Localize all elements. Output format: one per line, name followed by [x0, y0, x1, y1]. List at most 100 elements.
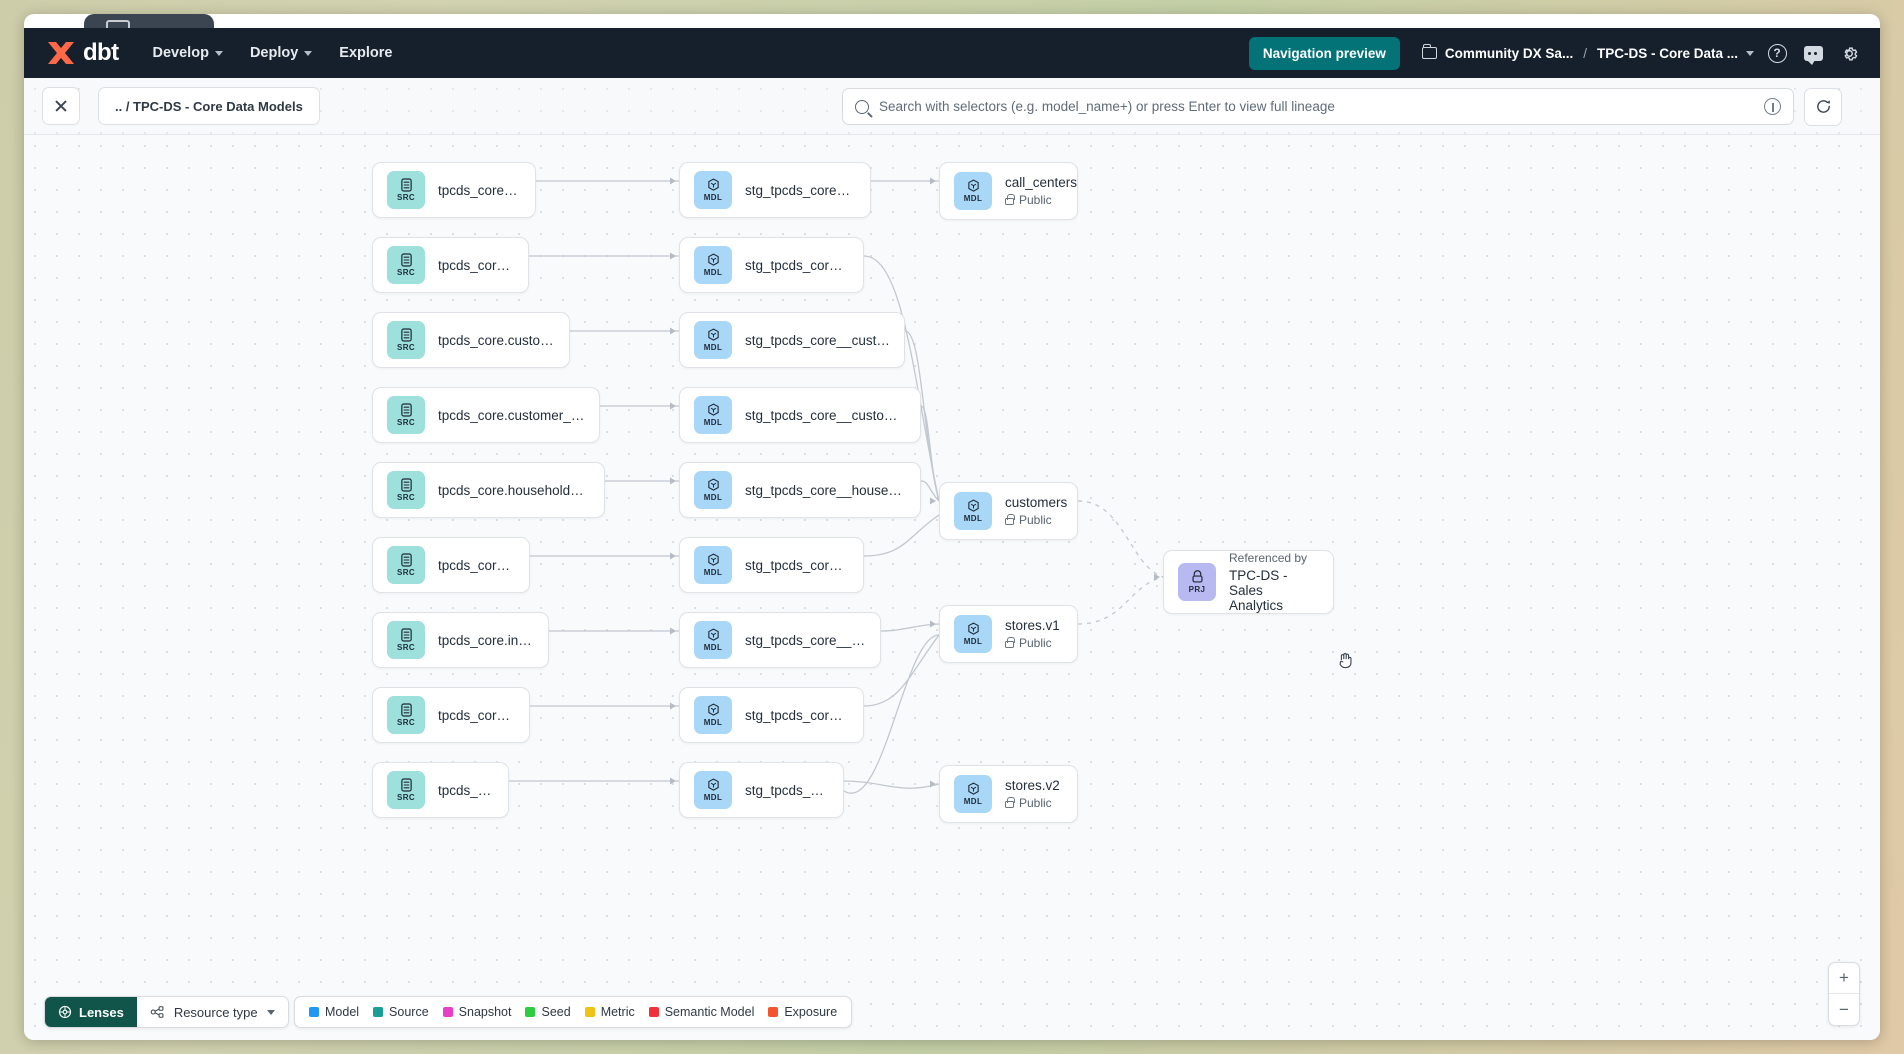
model-badge: MDL	[954, 492, 992, 530]
lineage-canvas[interactable]: SRC tpcds_core.call_center SRC tpcds_cor…	[24, 135, 1880, 1040]
source-badge-text: SRC	[396, 267, 416, 277]
legend-label: Semantic Model	[664, 1005, 755, 1019]
cube-icon	[707, 478, 720, 493]
resource-type-dropdown[interactable]: Resource type	[136, 997, 288, 1027]
node-label: stg_tpcds_core__customer_demogra…	[745, 407, 906, 423]
zoom-controls: + −	[1828, 962, 1860, 1026]
node-label: stg_tpcds_core__customer_address	[745, 332, 890, 348]
info-icon[interactable]	[1764, 98, 1781, 115]
model-badge-text: MDL	[703, 717, 723, 727]
node-access-label: Public	[1019, 513, 1052, 527]
legend-item-seed[interactable]: Seed	[525, 1005, 571, 1019]
legend-swatch	[525, 1007, 536, 1017]
source-badge-text: SRC	[396, 192, 416, 202]
lineage-node-source[interactable]: SRC tpcds_core.income_band	[372, 612, 549, 668]
lineage-node-source[interactable]: SRC tpcds_core.call_center	[372, 162, 536, 218]
lineage-node-public-model[interactable]: MDL stores.v1 Public	[939, 605, 1078, 663]
feedback-button[interactable]	[1800, 40, 1826, 66]
node-label: stg_tpcds_core__customer	[745, 257, 849, 273]
source-badge: SRC	[387, 396, 425, 434]
lineage-node-source[interactable]: SRC tpcds_core.date_dim	[372, 537, 530, 593]
nav-item-explore[interactable]: Explore	[339, 45, 392, 61]
nav-item-develop[interactable]: Develop	[153, 45, 223, 61]
lineage-toolbar: .. / TPC-DS - Core Data Models Search wi…	[24, 78, 1880, 135]
zoom-in-button[interactable]: +	[1829, 963, 1859, 994]
node-title: customers	[1005, 495, 1068, 510]
legend-swatch	[373, 1007, 384, 1017]
node-access: Public	[1005, 193, 1077, 207]
brand-name: dbt	[83, 39, 119, 66]
legend-item-metric[interactable]: Metric	[584, 1005, 635, 1019]
model-badge-text: MDL	[703, 192, 723, 202]
lineage-node-model[interactable]: MDL stg_tpcds_core__customer	[679, 237, 864, 293]
lenses-button[interactable]: Lenses	[45, 997, 137, 1027]
model-badge: MDL	[694, 696, 732, 734]
lineage-node-model[interactable]: MDL stg_tpcds_core__income_band	[679, 612, 881, 668]
lock-icon	[1005, 193, 1015, 205]
lineage-node-model[interactable]: MDL stg_tpcds_core__call_center	[679, 162, 871, 218]
breadcrumb-account[interactable]: Community DX Sa...	[1444, 45, 1574, 61]
project-badge: PRJ	[1178, 563, 1216, 601]
legend-swatch	[768, 1007, 779, 1017]
legend-item-exposure[interactable]: Exposure	[768, 1005, 837, 1019]
search-input[interactable]: Search with selectors (e.g. model_name+)…	[842, 88, 1794, 125]
lock-icon	[1005, 513, 1015, 525]
help-button[interactable]: ?	[1764, 40, 1790, 66]
source-badge-text: SRC	[396, 492, 416, 502]
lineage-breadcrumb-pill[interactable]: .. / TPC-DS - Core Data Models	[98, 87, 320, 125]
lineage-node-source[interactable]: SRC tpcds_core.inventory	[372, 687, 530, 743]
model-badge: MDL	[694, 471, 732, 509]
lineage-node-source[interactable]: SRC tpcds_core.store	[372, 762, 509, 818]
legend-item-source[interactable]: Source	[373, 1005, 429, 1019]
database-icon	[400, 553, 413, 568]
lineage-node-model[interactable]: MDL stg_tpcds_core__customer_demogra…	[679, 387, 921, 443]
model-badge: MDL	[694, 321, 732, 359]
lineage-node-model[interactable]: MDL stg_tpcds_core__store	[679, 762, 844, 818]
legend-item-semantic-model[interactable]: Semantic Model	[648, 1005, 755, 1019]
close-icon	[54, 99, 68, 113]
model-badge-text: MDL	[703, 567, 723, 577]
lineage-node-source[interactable]: SRC tpcds_core.customer_address	[372, 312, 570, 368]
lineage-node-source[interactable]: SRC tpcds_core.customer	[372, 237, 529, 293]
cube-icon	[707, 703, 720, 718]
node-label: tpcds_core.customer	[438, 257, 514, 273]
node-title: stores.v1	[1005, 618, 1060, 633]
lineage-node-public-model[interactable]: MDL customers Public	[939, 482, 1078, 540]
model-badge: MDL	[954, 615, 992, 653]
model-badge-text: MDL	[963, 193, 983, 203]
source-badge-text: SRC	[396, 792, 416, 802]
lineage-node-source[interactable]: SRC tpcds_core.household_demographics	[372, 462, 605, 518]
breadcrumb-project[interactable]: TPC-DS - Core Data ...	[1596, 45, 1738, 61]
lineage-node-model[interactable]: MDL stg_tpcds_core__inventory	[679, 687, 864, 743]
close-lineage-button[interactable]	[42, 87, 80, 125]
chevron-down-icon	[304, 50, 313, 56]
breadcrumb-separator: /	[1583, 45, 1587, 61]
cube-icon	[967, 499, 980, 514]
node-access-label: Public	[1019, 193, 1052, 207]
legend-item-model[interactable]: Model	[309, 1005, 359, 1019]
source-badge-text: SRC	[396, 642, 416, 652]
dbt-logo[interactable]: dbt	[46, 39, 119, 67]
lineage-node-model[interactable]: MDL stg_tpcds_core__date_dim	[679, 537, 864, 593]
model-badge-text: MDL	[963, 796, 983, 806]
settings-button[interactable]	[1836, 40, 1862, 66]
node-access-label: Public	[1019, 796, 1052, 810]
node-label: tpcds_core.income_band	[438, 632, 534, 648]
lineage-node-public-model[interactable]: MDL call_centers Public	[939, 162, 1078, 220]
nav-item-deploy[interactable]: Deploy	[250, 45, 313, 61]
search-icon	[855, 99, 869, 114]
lineage-node-public-model[interactable]: MDL stores.v2 Public	[939, 765, 1078, 823]
lenses-group: Lenses Resource type	[44, 996, 289, 1028]
lineage-node-project-reference[interactable]: PRJ Referenced by TPC-DS - Sales Analyti…	[1163, 550, 1334, 614]
refresh-button[interactable]	[1804, 87, 1842, 126]
lineage-node-source[interactable]: SRC tpcds_core.customer_demographics	[372, 387, 600, 443]
lineage-node-model[interactable]: MDL stg_tpcds_core__household_demogr…	[679, 462, 921, 518]
navigation-preview-button[interactable]: Navigation preview	[1248, 36, 1400, 70]
gear-icon	[1844, 46, 1857, 61]
legend-item-snapshot[interactable]: Snapshot	[442, 1005, 511, 1019]
node-access: Public	[1005, 796, 1060, 810]
zoom-out-button[interactable]: −	[1839, 999, 1849, 1019]
lineage-node-model[interactable]: MDL stg_tpcds_core__customer_address	[679, 312, 905, 368]
chevron-down-icon[interactable]	[1746, 50, 1754, 56]
feedback-icon	[1803, 45, 1823, 65]
